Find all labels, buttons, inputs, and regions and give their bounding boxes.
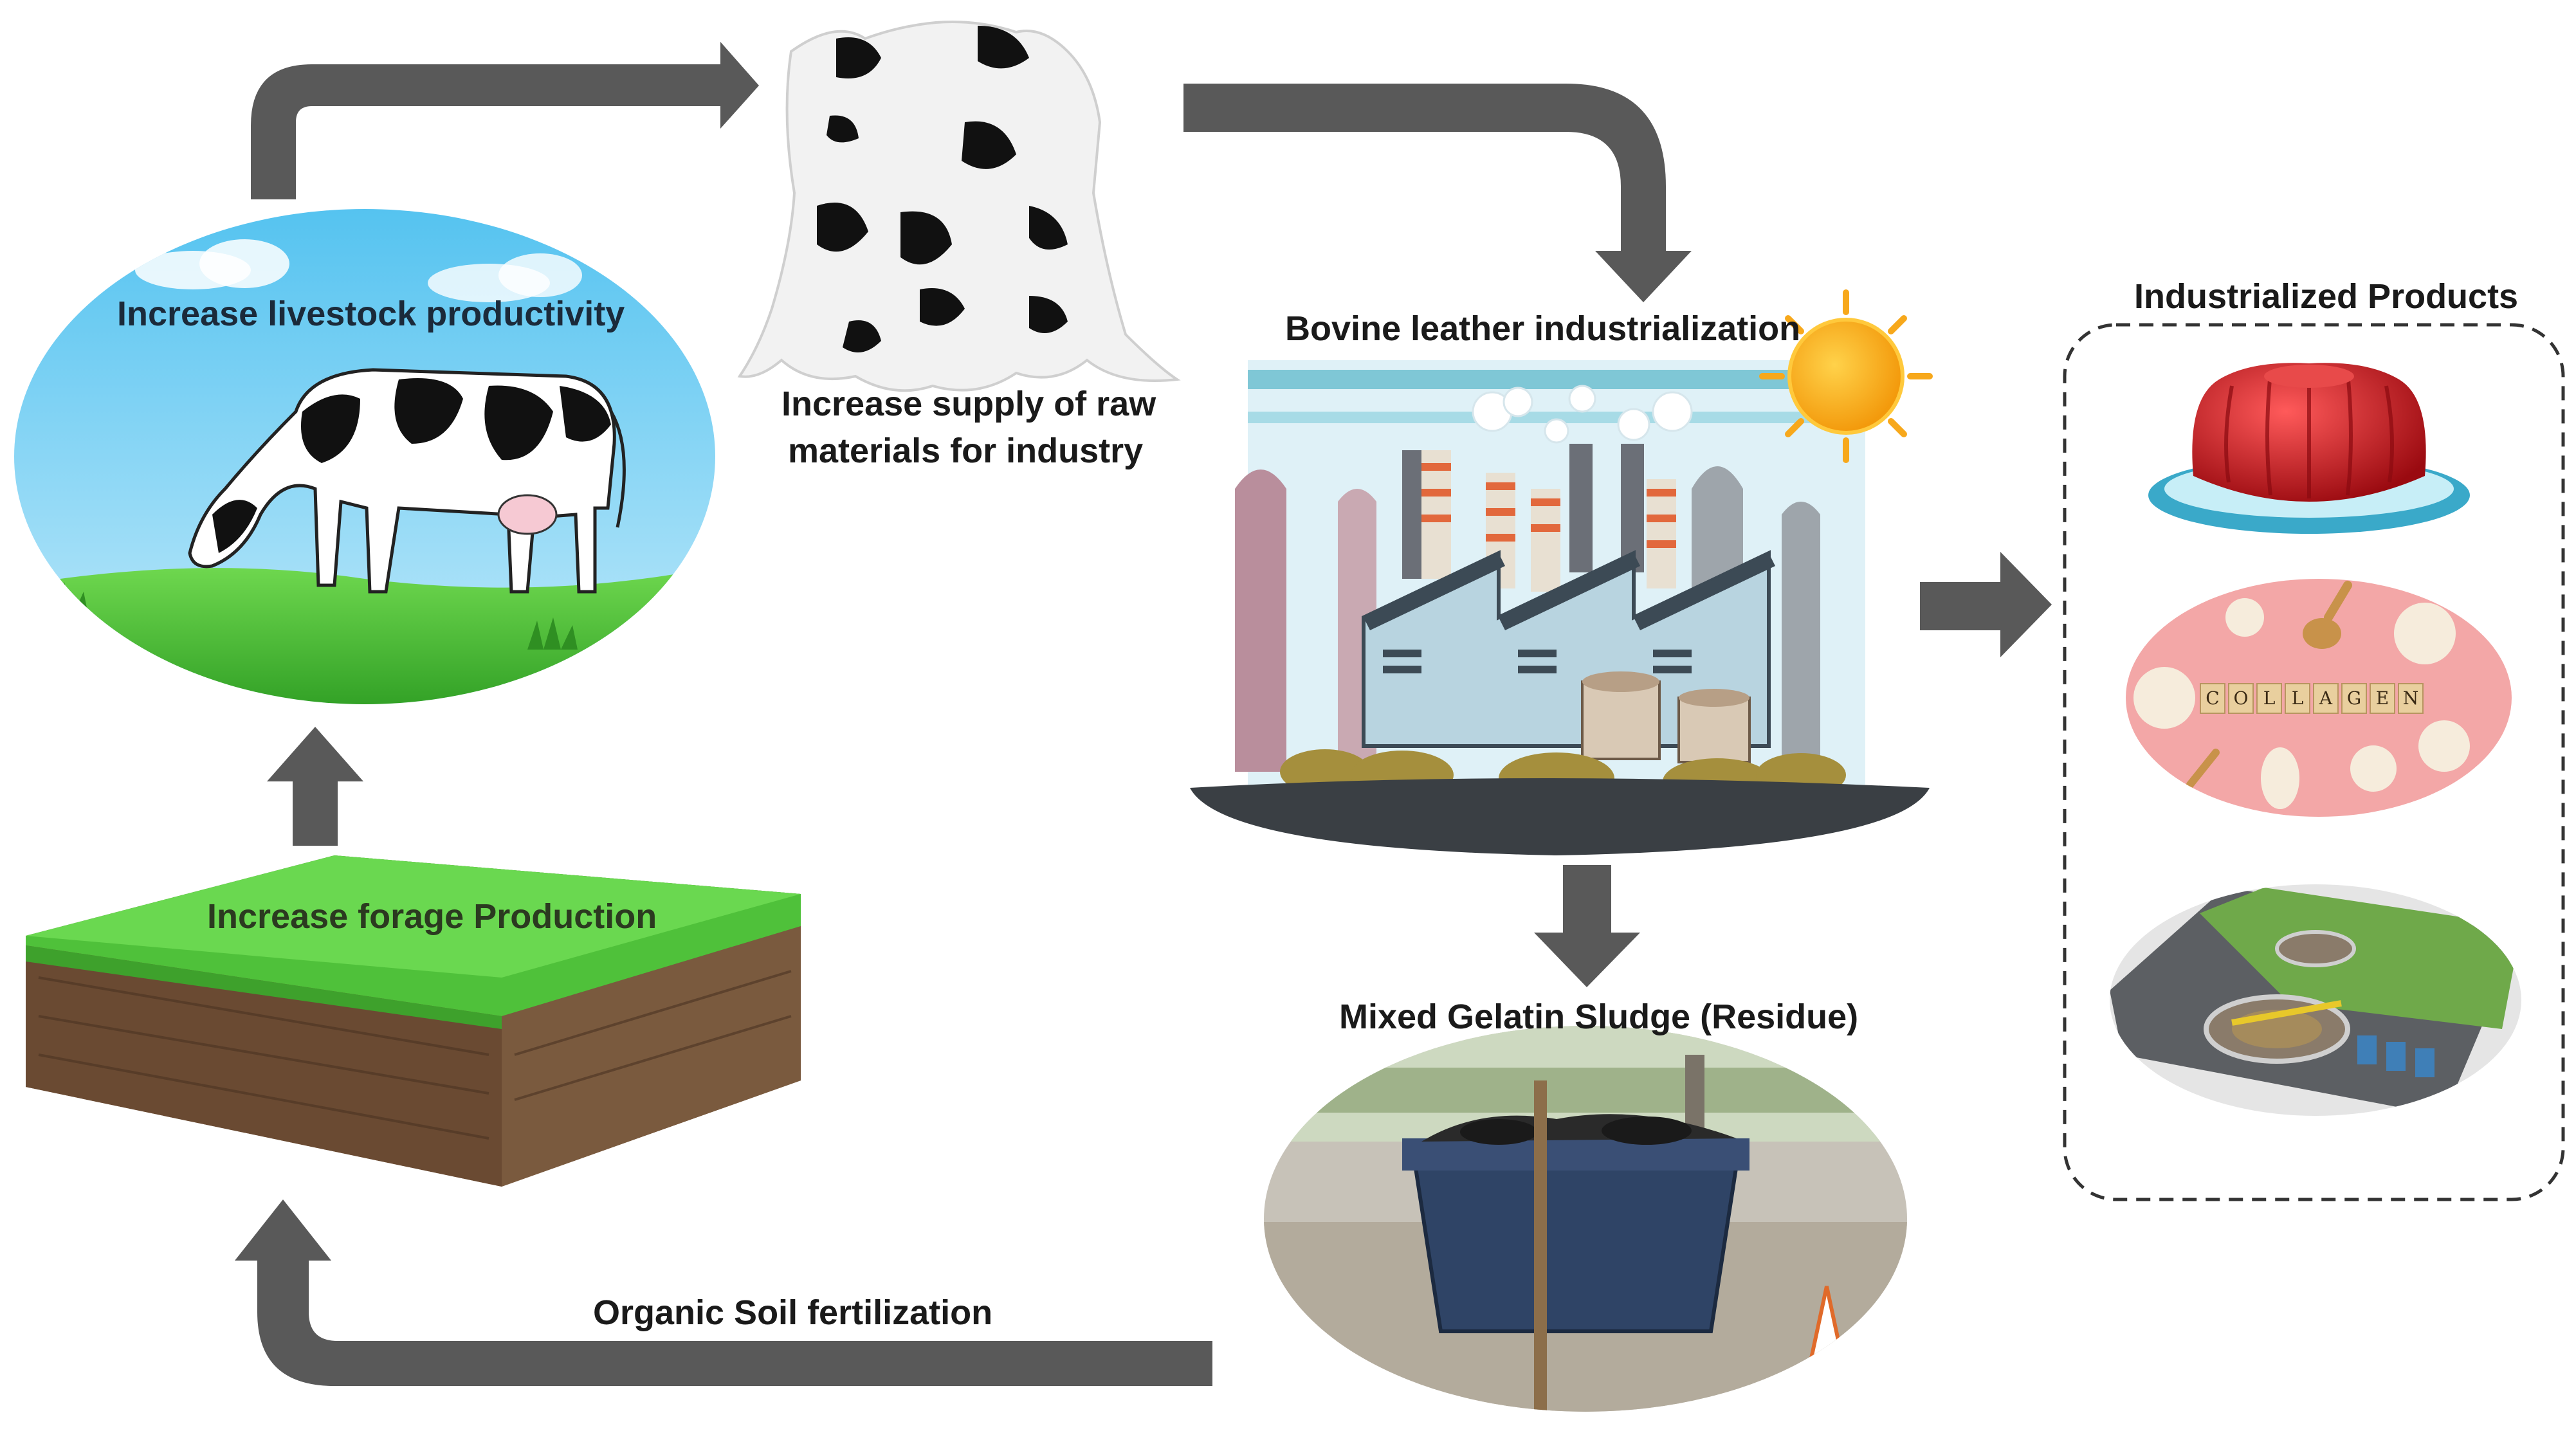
products-box [2063,323,2565,1201]
cow-pasture-scene [14,209,715,704]
arrow-factory-to-products [1920,552,2052,657]
industrialization-label: Bovine leather industrialization [1285,309,1801,348]
collagen-tile: A [2313,683,2339,714]
gelatin-dessert-icon [2148,363,2470,534]
forage-label: Increase forage Production [207,897,657,936]
collagen-tile: G [2341,683,2367,714]
sun-icon [1759,289,1933,463]
arrow-soil-to-cow [267,727,363,846]
raw-materials-label-line1: Increase supply of raw [781,385,1156,423]
raw-materials-label-line2: materials for industry [788,432,1144,470]
collagen-tile: L [2285,683,2310,714]
collagen-tiles: C O L L A G E N [2200,683,2424,714]
soil-block-icon [26,855,801,1187]
treatment-plant-icon [2110,884,2521,1116]
cowhide-icon [737,21,1181,392]
sludge-container-icon [1264,1026,1907,1412]
collagen-tile: E [2370,683,2395,714]
arrow-cow-to-hide [251,42,759,199]
factory-illustration [1190,360,1930,855]
collagen-tile: L [2256,683,2282,714]
sludge-label: Mixed Gelatin Sludge (Residue) [1339,998,1859,1036]
collagen-tile: O [2228,683,2254,714]
collagen-tile: N [2398,683,2424,714]
arrow-hide-to-factory [1183,84,1692,302]
cow-icon [188,368,626,594]
collagen-tile: C [2200,683,2225,714]
products-title: Industrialized Products [2134,277,2519,316]
fertilization-label: Organic Soil fertilization [593,1293,993,1332]
livestock-label: Increase livestock productivity [117,295,625,333]
arrow-factory-to-sludge [1534,865,1640,987]
arrow-sludge-to-soil [235,1199,1212,1386]
